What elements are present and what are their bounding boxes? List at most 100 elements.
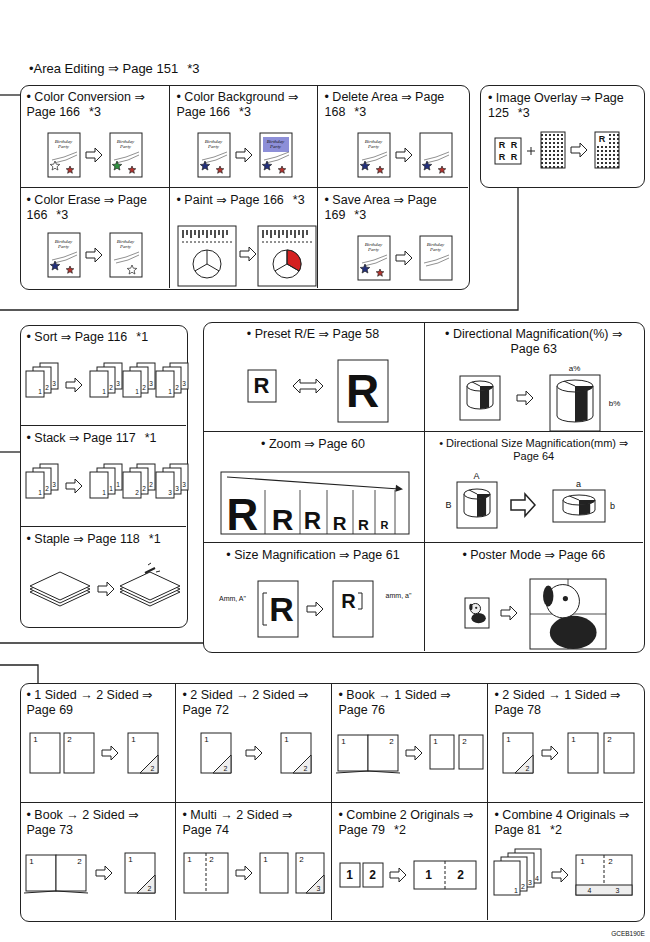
group-panel: • Image Overlay ⇒ Page 125*3RRRRR [480, 85, 645, 188]
illustration-text: R [269, 592, 294, 626]
function-title: • Image Overlay ⇒ Page 125*3 [481, 86, 644, 126]
function-title: • Sort ⇒ Page 116*1 [20, 325, 187, 350]
function-cell: • 2 Sided → 1 Sided ⇒ Page 781212 [488, 683, 644, 803]
illustration-text: 2 [457, 869, 464, 881]
illustration-text: 2 [142, 384, 146, 391]
illustration-text: 2 [67, 736, 71, 744]
illustration-text: Birthday Party [114, 139, 138, 149]
function-title: • Delete Area ⇒ Page 168*3 [318, 85, 469, 125]
function-cell: • Book → 2 Sided ⇒ Page 73 1 2 1 2 [20, 803, 176, 921]
function-cell: • Paint ⇒ Page 166*3 [170, 188, 318, 289]
function-name: • Book → 1 Sided ⇒ Page 76 [339, 688, 451, 717]
illustration-text: 3 [182, 380, 186, 387]
illustration-text: 4 [588, 886, 592, 893]
illustration-text: Amm, A" [219, 594, 246, 601]
function-name: • Paint ⇒ Page 166 [177, 193, 284, 207]
illustration-text: Birthday Party [52, 139, 76, 149]
function-title: • 2 Sided → 1 Sided ⇒ Page 78 [488, 683, 644, 723]
footnote-mark: *3 [354, 105, 366, 119]
function-cell: • Combine 2 Originals ⇒ Page 79*21212 [332, 803, 488, 921]
group-panel: • Preset R/E ⇒ Page 58RR• Directional Ma… [203, 322, 645, 653]
function-name: • 1 Sided → 2 Sided ⇒ Page 69 [27, 688, 153, 717]
illustration-text: 3 [116, 380, 120, 387]
illustration-text: 1 [128, 856, 132, 864]
function-name: • Color Erase ⇒ Page 166 [27, 193, 147, 222]
footnote-mark: *2 [394, 823, 406, 837]
function-cell: • Preset R/E ⇒ Page 58RR [203, 322, 425, 432]
footnote-mark: *3 [89, 105, 101, 119]
illustration-text: 4 [535, 874, 539, 881]
illustration-text: 2 [209, 856, 213, 864]
function-title: • Color Background ⇒ Page 166*3 [170, 85, 317, 125]
illustration-text: R [511, 141, 518, 150]
group-panel: • Sort ⇒ Page 116*1123123123123• Stack ⇒… [20, 325, 188, 628]
illustration-text: 1 [102, 388, 106, 395]
illustration: 12341243 [488, 805, 644, 923]
illustration-text: 2 [45, 384, 49, 391]
footnote-mark: *1 [149, 532, 161, 546]
illustration-text: 2 [304, 764, 308, 771]
illustration-text: 2 [369, 869, 376, 881]
illustration-text: R [381, 520, 389, 531]
illustration-text: 2 [224, 764, 228, 771]
illustration-text: 3 [528, 878, 532, 885]
function-title: • Size Magnification ⇒ Page 61 [203, 543, 424, 568]
illustration-text: a [576, 479, 581, 488]
illustration-text: 3 [149, 380, 153, 387]
function-cell: • Color Conversion ⇒ Page 166*3Birthday … [20, 85, 170, 188]
illustration-text: 1 [102, 489, 106, 496]
illustration-text: 2 [77, 858, 81, 866]
illustration-text: R [346, 368, 379, 414]
figure-code: GCEB190E [611, 931, 645, 938]
illustration-text: R [499, 153, 506, 162]
illustration-text: 2 [135, 489, 139, 496]
illustration-text: 3 [175, 485, 179, 492]
function-name: • Image Overlay ⇒ Page 125 [488, 91, 624, 120]
illustration-text: 1 [38, 489, 42, 496]
illustration-text: 3 [168, 489, 172, 496]
illustration-text: 3 [616, 886, 620, 893]
illustration-text: R [511, 153, 518, 162]
illustration-text: R [304, 509, 321, 533]
illustration-text: 2 [175, 384, 179, 391]
illustration-text: 2 [608, 858, 612, 866]
illustration-text: Birthday Party [114, 239, 138, 249]
illustration-text: R [358, 517, 369, 532]
function-name: • Staple ⇒ Page 118 [27, 532, 140, 546]
function-title: • Save Area ⇒ Page 169*3 [318, 188, 469, 228]
function-name: • Sort ⇒ Page 116 [27, 330, 128, 344]
bracket-line [0, 665, 38, 683]
illustration-text: Birthday Party [52, 239, 76, 249]
function-name: • 2 Sided → 1 Sided ⇒ Page 78 [495, 688, 621, 717]
illustration-text: b [610, 501, 615, 510]
illustration-text: A [473, 471, 479, 480]
illustration-text: 1 [29, 858, 33, 866]
function-name: • Size Magnification ⇒ Page 61 [226, 548, 399, 562]
function-title: • Combine 2 Originals ⇒ Page 79*2 [332, 803, 487, 843]
illustration-text: 3 [52, 380, 56, 387]
function-name: • Save Area ⇒ Page 169 [325, 193, 437, 222]
function-cell: • Directional Magnification(%) ⇒ Page 63… [425, 322, 644, 432]
function-cell: • Color Background ⇒ Page 166*3Birthday … [170, 85, 318, 188]
illustration-text: R [333, 513, 347, 532]
function-name: • Stack ⇒ Page 117 [27, 431, 136, 445]
illustration-text: 2 [526, 764, 530, 771]
function-name: • Directional Magnification(%) ⇒ Page 63 [445, 327, 622, 356]
illustration-text: 1 [341, 738, 345, 746]
illustration-text: B [445, 500, 451, 509]
illustration-text: 2 [148, 884, 152, 891]
function-title: • 2 Sided → 2 Sided ⇒ Page 72 [176, 683, 331, 723]
illustration-text: 2 [607, 736, 611, 744]
illustration-text: 1 [187, 856, 191, 864]
illustration-text: 1 [346, 869, 353, 881]
footnote-mark: *3 [187, 61, 199, 76]
group-panel: •Area Editing ⇒ Page 151*3• Color Conver… [20, 85, 470, 290]
function-name: • Combine 4 Originals ⇒ Page 81 [495, 808, 630, 837]
function-title: • Book → 1 Sided ⇒ Page 76 [332, 683, 487, 723]
illustration-text: amm, a" [386, 591, 412, 598]
function-name: • Zoom ⇒ Page 60 [261, 437, 365, 451]
function-title: • Book → 2 Sided ⇒ Page 73 [20, 803, 175, 843]
illustration-text: 2 [142, 485, 146, 492]
illustration-text: 1 [506, 736, 510, 744]
illustration-text: 1 [168, 388, 172, 395]
